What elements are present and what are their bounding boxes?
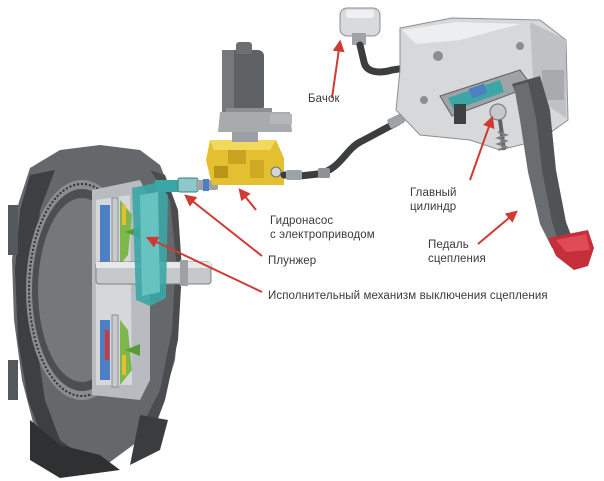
clutch-assembly (100, 197, 140, 388)
electric-pump (206, 42, 292, 185)
label-reservoir: Бачок (308, 92, 340, 106)
label-pump: Гидронасос с электроприводом (270, 214, 375, 242)
arrow-pump (238, 188, 257, 211)
clutch-pedal (512, 76, 594, 270)
label-pump-line1: Гидронасос (270, 215, 334, 227)
arrow-reservoir (331, 39, 345, 99)
label-pedal: Педаль сцепления (428, 238, 486, 266)
label-actuator: Исполнительный механизм выключения сцепл… (268, 289, 548, 303)
arrow-pedal (477, 210, 518, 245)
label-plunger-text: Плунжер (268, 255, 317, 267)
arrow-actuator (145, 236, 263, 293)
callout-arrows (145, 39, 518, 293)
arrow-plunger (184, 194, 263, 257)
label-actuator-text: Исполнительный механизм выключения сцепл… (268, 290, 548, 302)
label-reservoir-text: Бачок (308, 93, 340, 105)
master-cylinder (439, 69, 533, 151)
label-plunger: Плунжер (268, 254, 316, 268)
label-pump-line2: с электроприводом (270, 229, 375, 241)
label-pedal-line2: сцепления (428, 253, 486, 265)
label-master-cylinder-line1: Главный (410, 187, 457, 199)
label-master-cylinder-line2: цилиндр (410, 201, 457, 213)
arrow-master-cylinder (469, 115, 495, 181)
label-pedal-line1: Педаль (428, 239, 469, 251)
label-master-cylinder: Главный цилиндр (410, 186, 457, 214)
